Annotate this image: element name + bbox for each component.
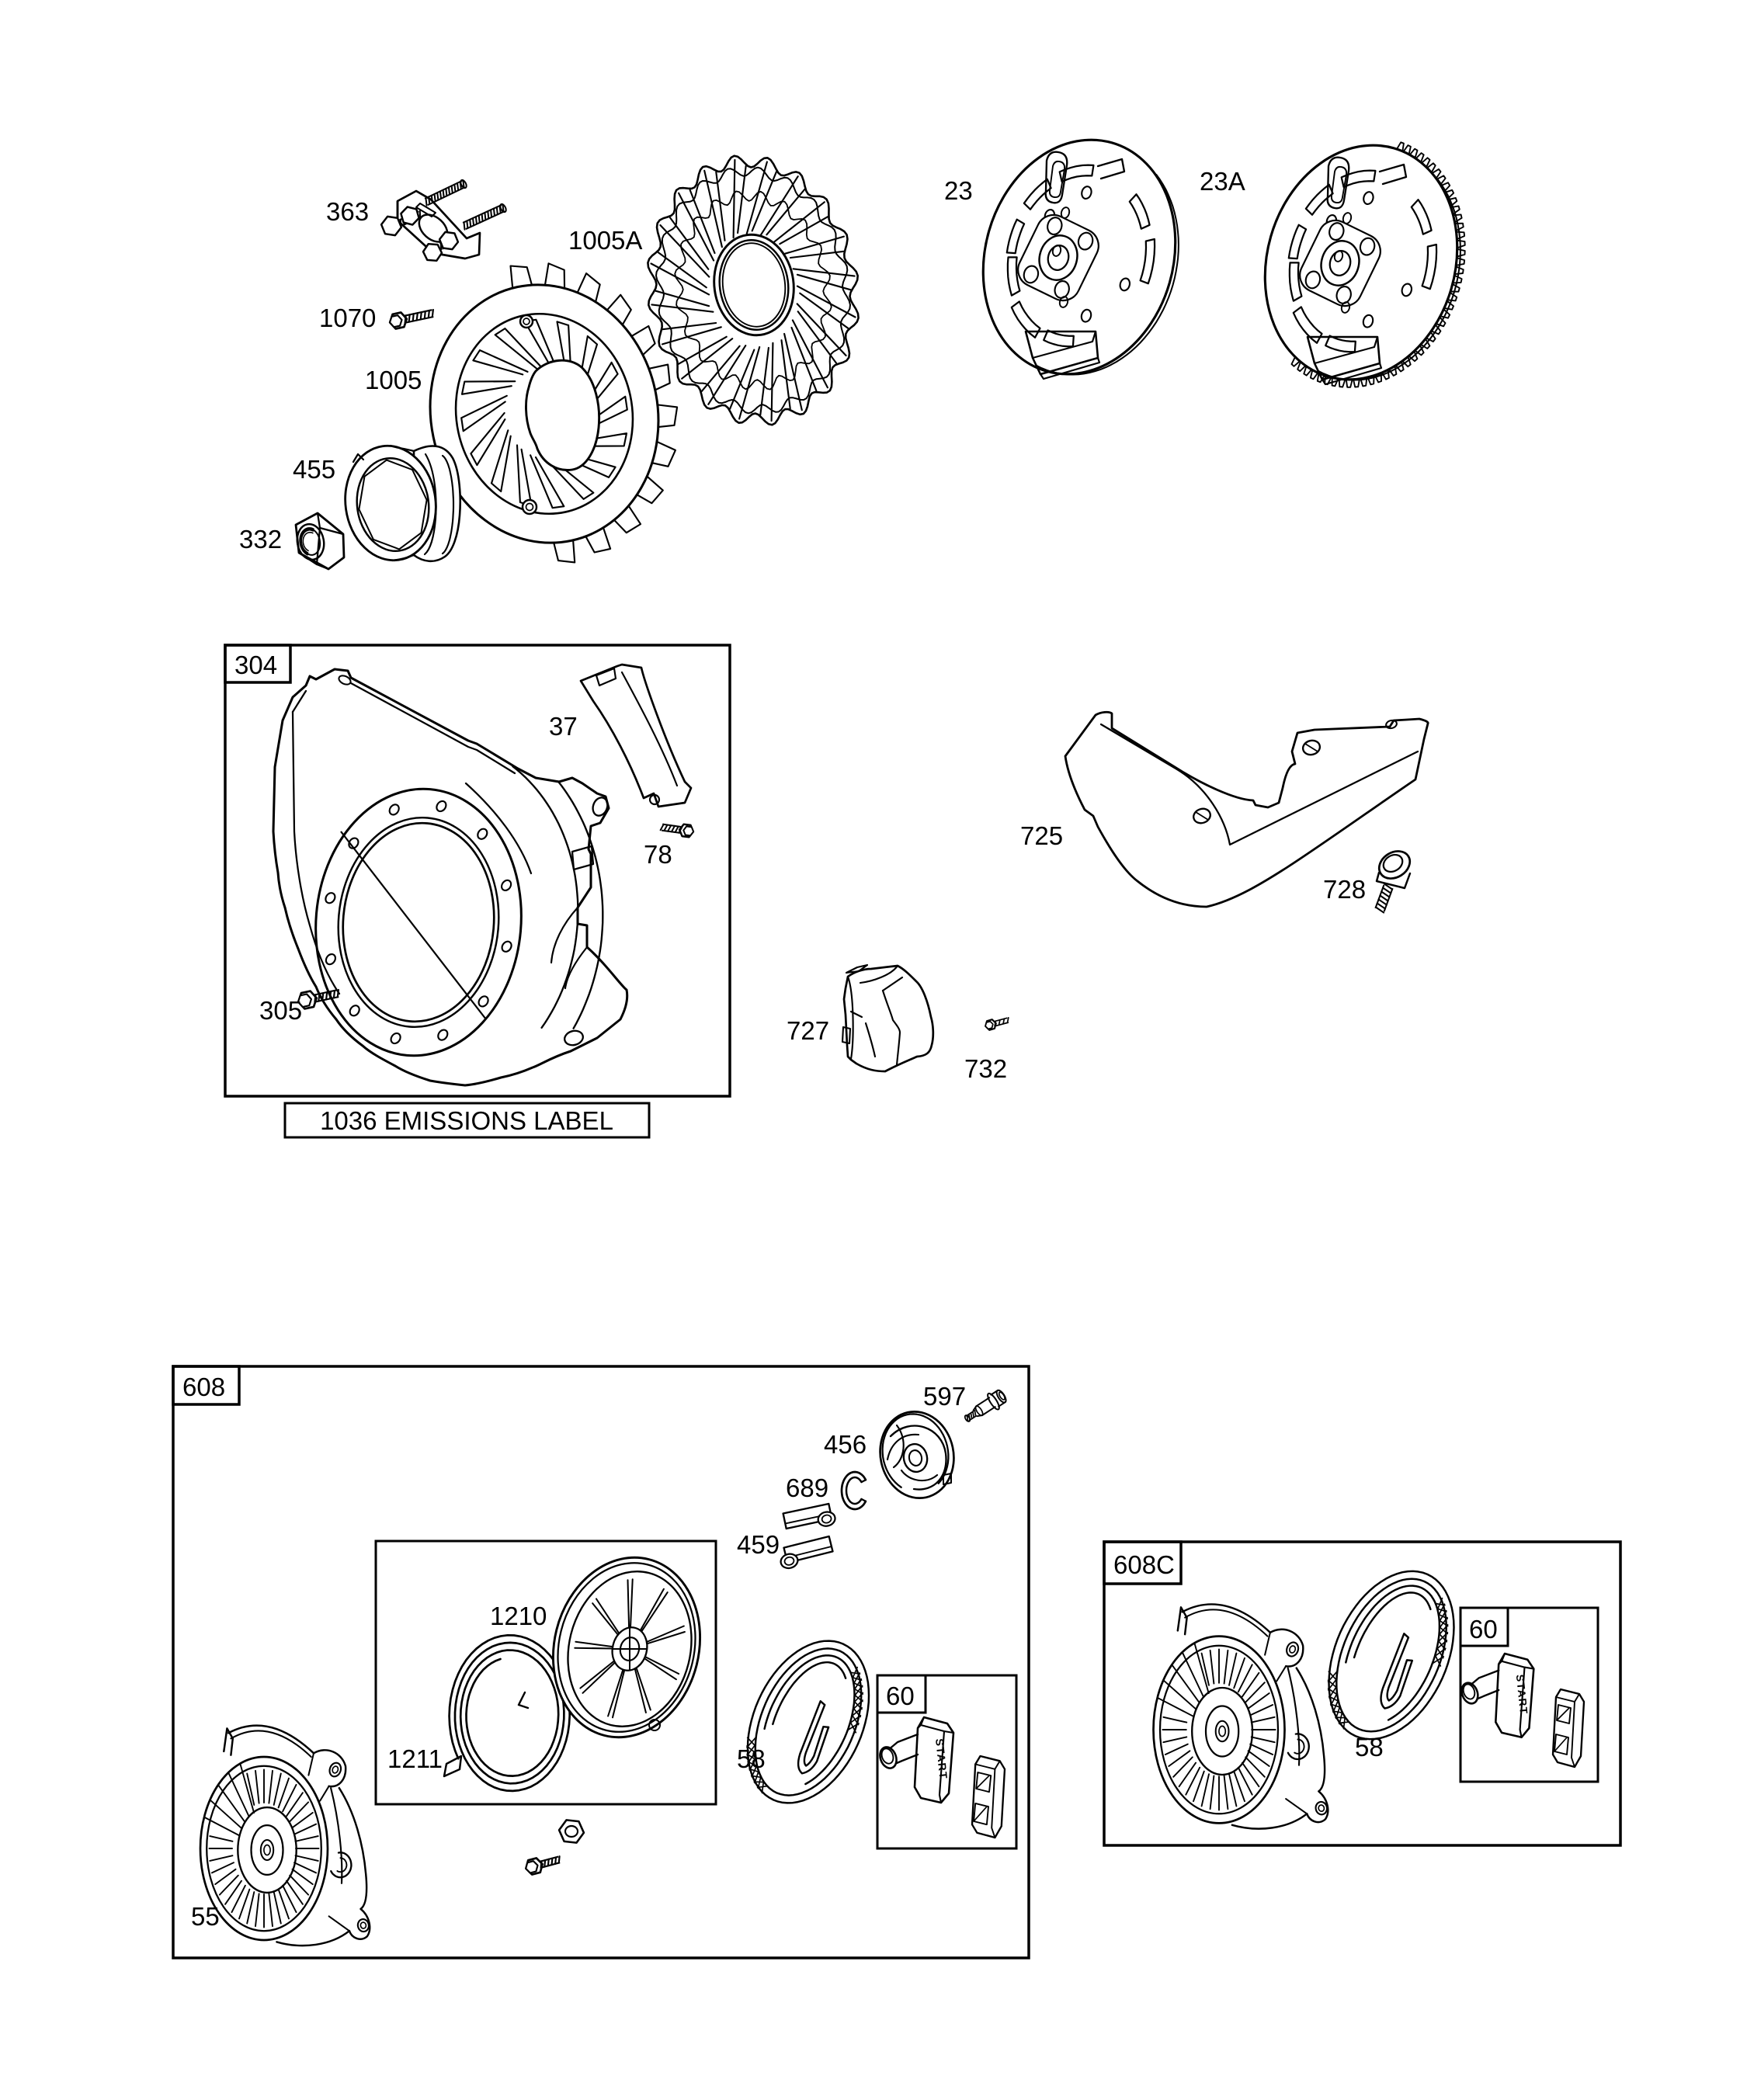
svg-text:456: 456 (824, 1430, 867, 1459)
svg-text:363: 363 (326, 197, 369, 226)
svg-text:55: 55 (191, 1902, 220, 1931)
svg-text:728: 728 (1323, 875, 1366, 904)
svg-text:60: 60 (886, 1682, 915, 1710)
svg-text:727: 727 (787, 1016, 829, 1045)
svg-text:60: 60 (1469, 1615, 1498, 1644)
svg-text:459: 459 (737, 1530, 780, 1559)
svg-text:455: 455 (293, 455, 335, 484)
svg-text:1211: 1211 (387, 1744, 443, 1773)
svg-text:78: 78 (644, 840, 672, 869)
svg-text:23: 23 (944, 176, 973, 205)
svg-text:START: START (933, 1738, 950, 1781)
svg-text:608C: 608C (1113, 1550, 1175, 1579)
svg-text:1070: 1070 (319, 304, 376, 332)
svg-text:1036 EMISSIONS LABEL: 1036 EMISSIONS LABEL (320, 1106, 613, 1135)
svg-text:304: 304 (234, 651, 277, 679)
svg-text:1005A: 1005A (568, 226, 642, 255)
svg-text:37: 37 (549, 712, 578, 741)
svg-text:725: 725 (1020, 821, 1063, 850)
svg-text:597: 597 (923, 1382, 966, 1411)
svg-text:23A: 23A (1200, 167, 1245, 196)
svg-text:608: 608 (182, 1373, 225, 1401)
svg-text:START: START (1514, 1674, 1530, 1716)
svg-text:305: 305 (259, 996, 302, 1025)
svg-text:58: 58 (1355, 1733, 1384, 1762)
svg-text:1210: 1210 (490, 1602, 547, 1630)
svg-text:58: 58 (737, 1744, 766, 1773)
svg-text:689: 689 (786, 1473, 828, 1502)
svg-text:332: 332 (239, 525, 282, 554)
svg-text:1005: 1005 (365, 366, 422, 394)
svg-text:732: 732 (964, 1054, 1007, 1083)
